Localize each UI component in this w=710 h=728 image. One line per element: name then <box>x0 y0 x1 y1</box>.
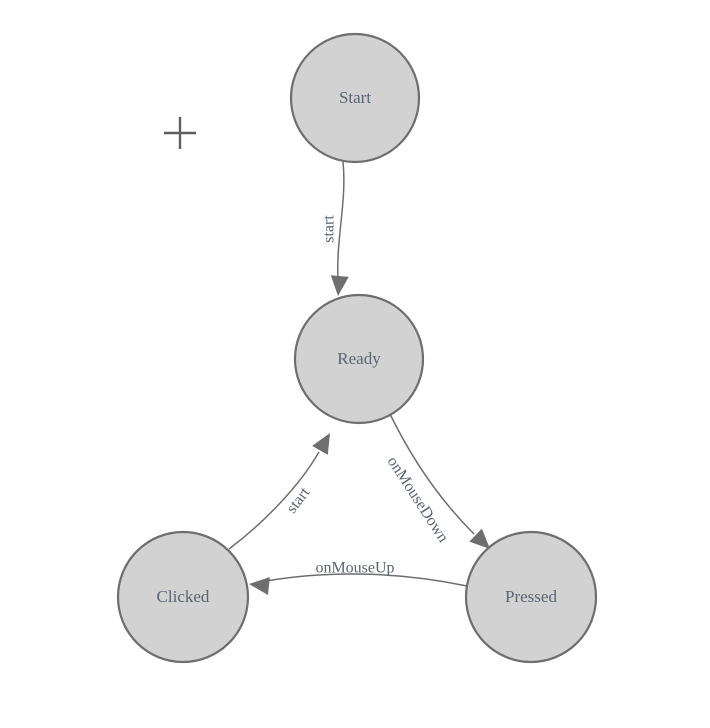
arrow-head-icon <box>312 433 330 455</box>
arrow-head-icon <box>469 528 490 549</box>
node-clicked[interactable]: Clicked <box>116 530 250 664</box>
edge-clicked-to-ready[interactable]: start <box>228 429 338 550</box>
node-pressed[interactable]: Pressed <box>464 530 598 664</box>
edge-pressed-to-clicked[interactable]: onMouseUp <box>248 560 468 596</box>
edge-label: start <box>283 484 313 517</box>
edge-line <box>265 573 468 587</box>
edge-label: onMouseDown <box>384 454 452 546</box>
node-circle[interactable] <box>116 530 250 664</box>
arrow-head-icon <box>249 577 270 596</box>
edge-ready-to-pressed[interactable]: onMouseDown <box>384 413 497 555</box>
node-circle[interactable] <box>464 530 598 664</box>
edge-start-to-ready[interactable]: start <box>321 161 349 297</box>
marker-layer <box>164 117 196 149</box>
node-ready[interactable]: Ready <box>293 293 425 425</box>
crosshair-marker <box>164 117 196 149</box>
node-circle[interactable] <box>293 293 425 425</box>
node-circle[interactable] <box>289 32 421 164</box>
edge-line <box>228 451 320 550</box>
edge-line <box>389 413 475 535</box>
arrow-head-icon <box>330 275 349 296</box>
edge-line <box>337 161 345 278</box>
edge-label: start <box>321 215 338 243</box>
node-start[interactable]: Start <box>289 32 421 164</box>
